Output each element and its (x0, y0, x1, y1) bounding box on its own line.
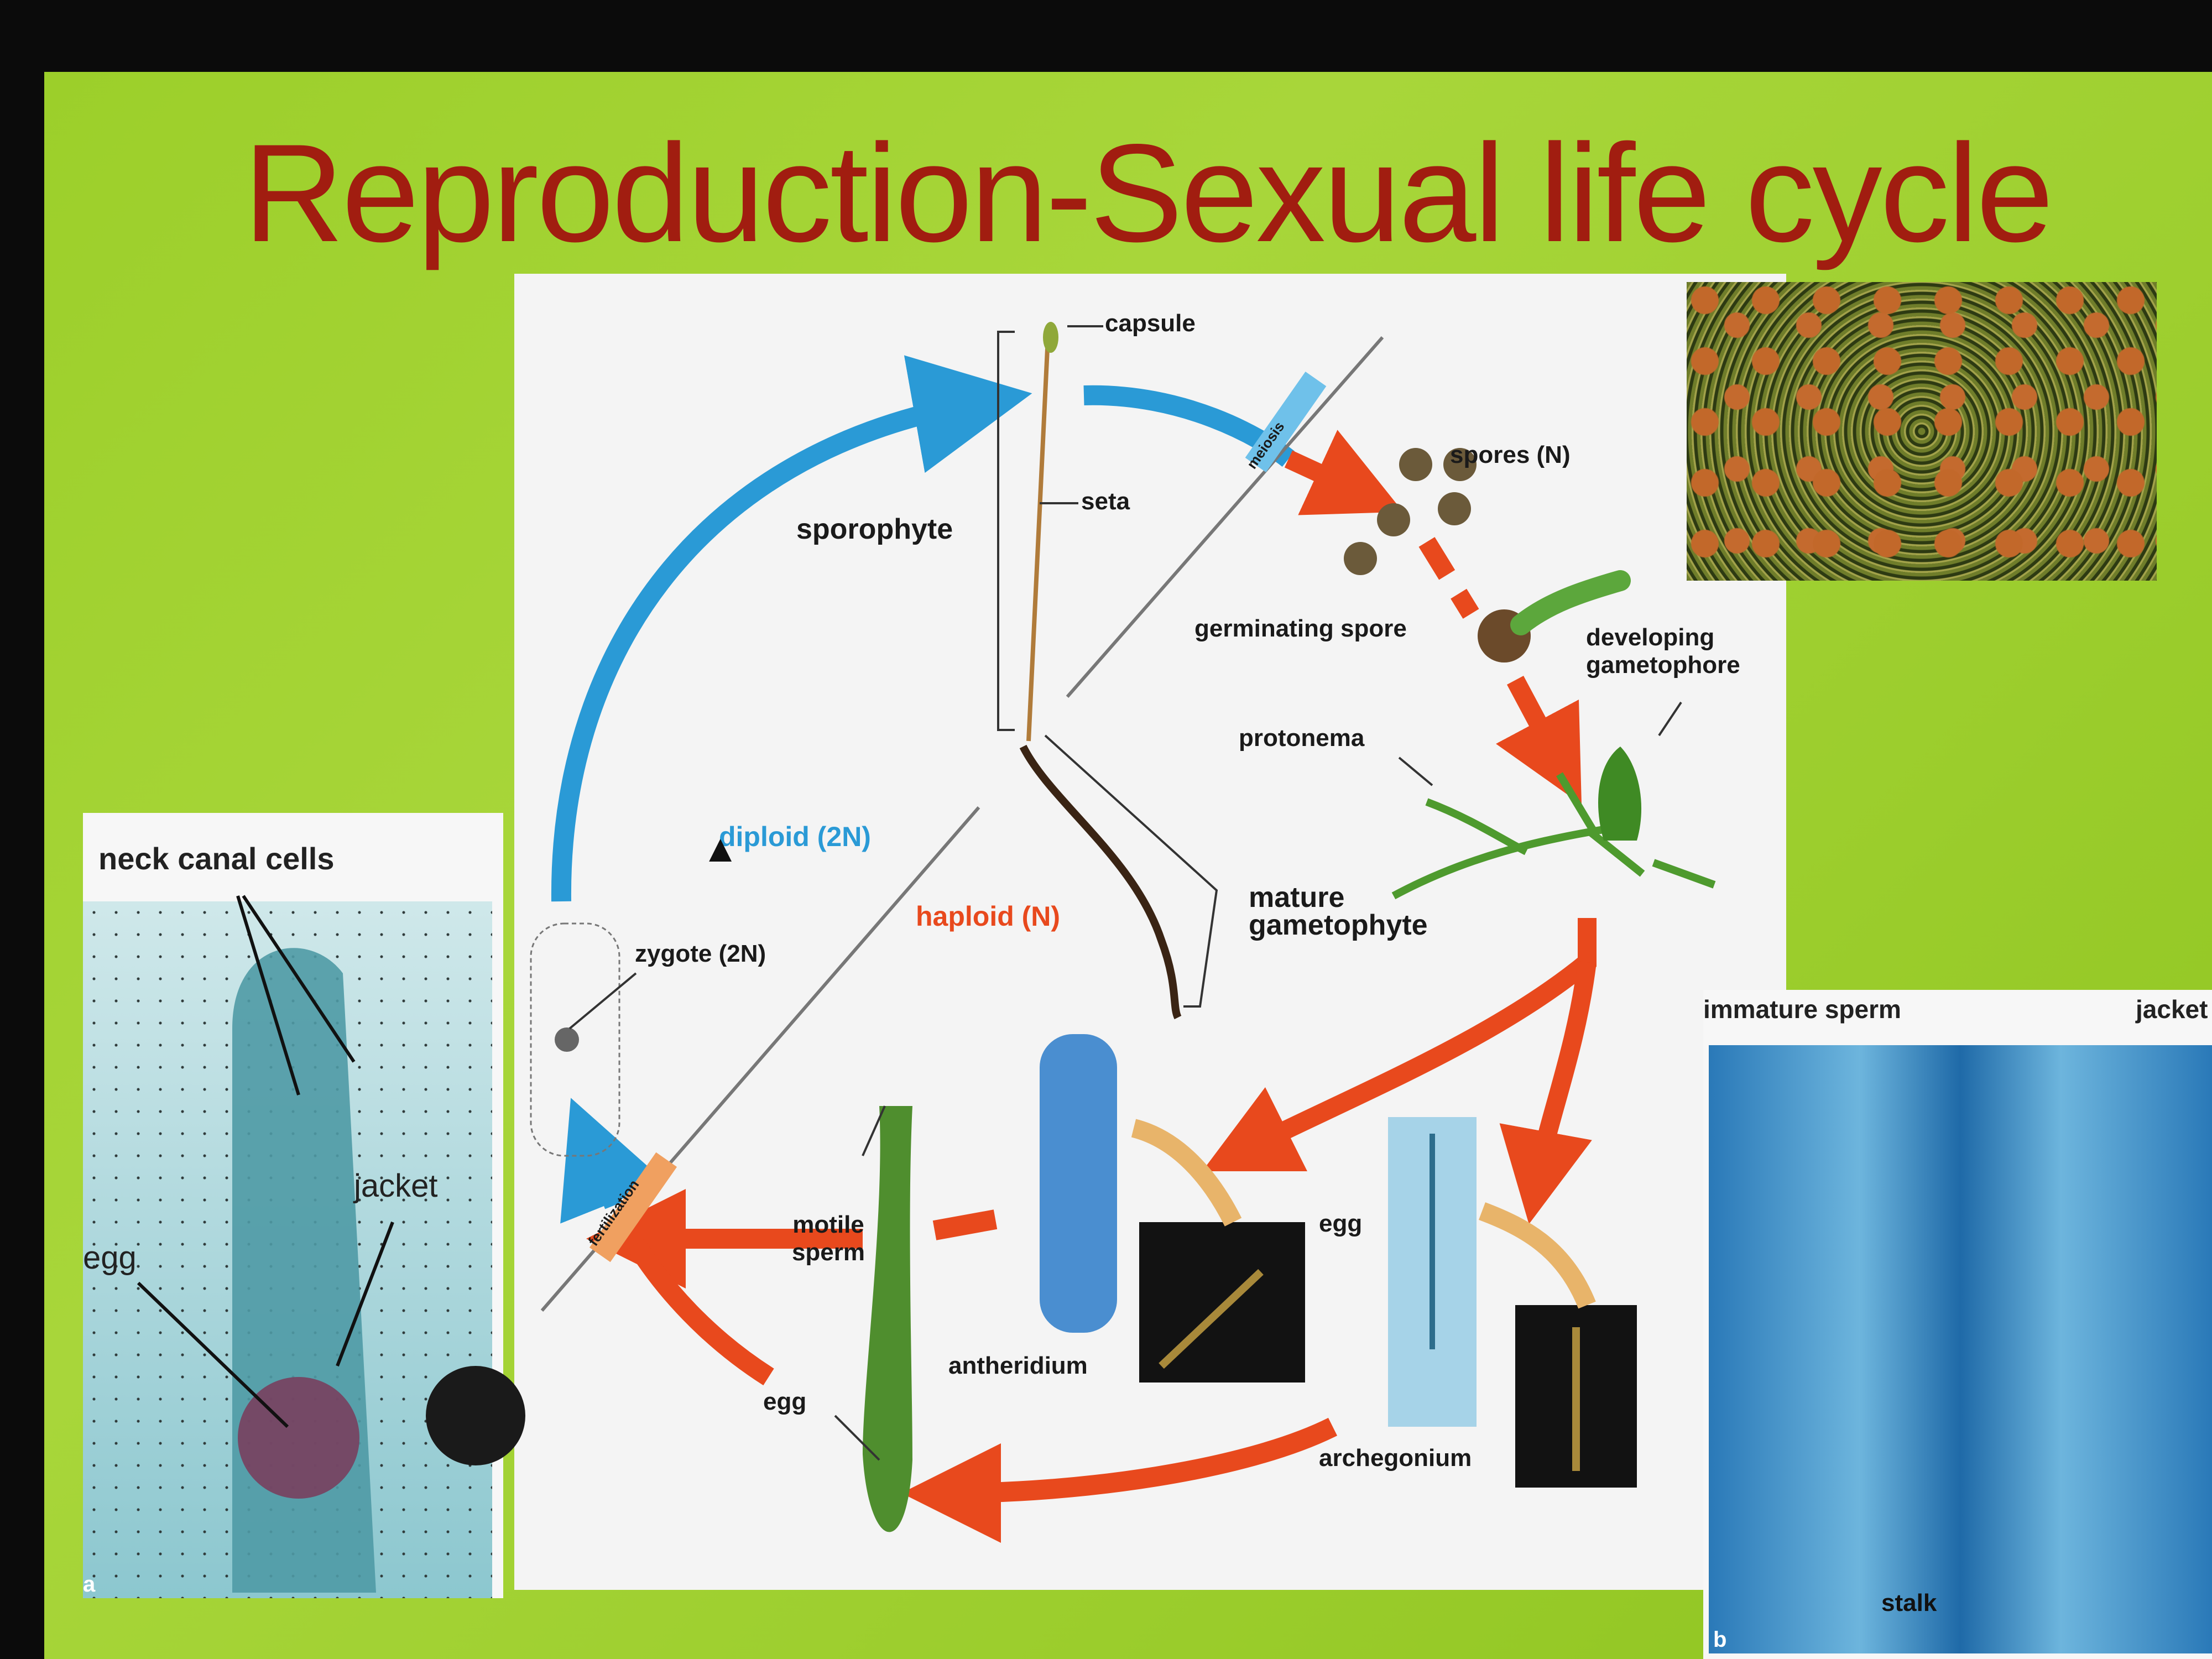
haploid-label: haploid (N) (916, 901, 1061, 932)
egg-label-center: egg (763, 1388, 807, 1415)
jacket-label-left: jacket (354, 1168, 438, 1204)
jacket-label-right: jacket (2136, 995, 2208, 1024)
sporophyte-arrow (551, 355, 1032, 902)
sporophyte-label: sporophyte (796, 513, 953, 545)
slide-title: Reproduction-Sexual life cycle (243, 116, 2054, 271)
panel-letter-a: a (83, 1572, 96, 1597)
egg-label-left: egg (83, 1240, 137, 1276)
panel-letter-b: b (1713, 1627, 1727, 1652)
protonema-label: protonema (1239, 724, 1365, 752)
zygote-label: zygote (2N) (635, 940, 766, 967)
developing-gametophore-label: developing gametophore (1586, 624, 1740, 679)
antheridium-label: antheridium (948, 1352, 1088, 1379)
antheridium-micrograph (1709, 1045, 2212, 1653)
mature-gametophyte-label: mature gametophyte (1249, 881, 1428, 941)
stalk-label: stalk (1881, 1589, 1937, 1616)
moss-photo (1687, 282, 2157, 581)
egg-label-right: egg (1319, 1210, 1363, 1237)
immature-sperm-label: immature sperm (1703, 995, 1901, 1024)
diploid-label: diploid (2N) (719, 821, 871, 852)
germinating-spore-label: germinating spore (1194, 615, 1407, 642)
archegonium-label: archegonium (1319, 1444, 1472, 1472)
motile-sperm-label: motile sperm (791, 1211, 865, 1266)
seta-label: seta (1081, 488, 1130, 515)
neck-canal-cells-label: neck canal cells (98, 841, 335, 876)
mouse-pointer-icon: ▲ (701, 827, 740, 870)
spores-label: spores (N) (1450, 441, 1571, 468)
capsule-label: capsule (1105, 310, 1196, 337)
